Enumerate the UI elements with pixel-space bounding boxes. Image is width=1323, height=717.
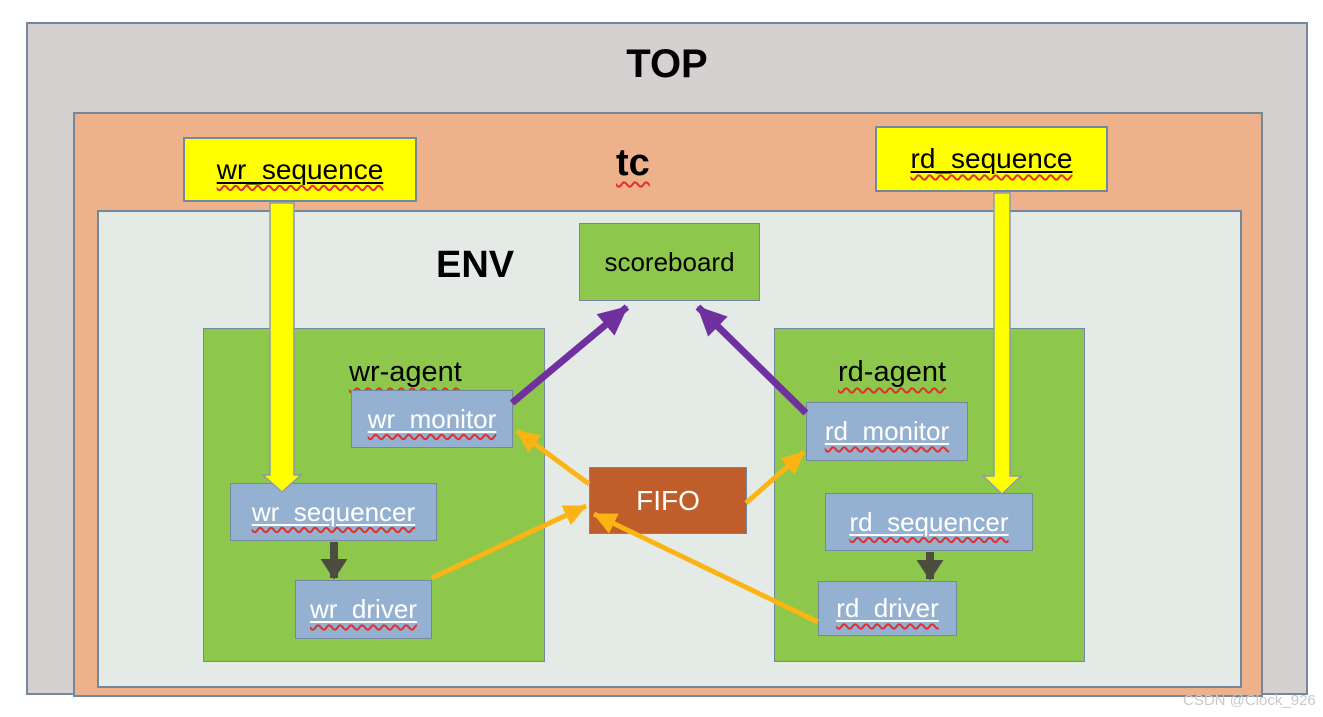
top-label: TOP	[626, 42, 708, 86]
fifo-box: FIFO	[589, 467, 747, 534]
wr-sequencer-box: wr_sequencer	[230, 483, 437, 541]
rd-agent-label: rd-agent	[838, 356, 947, 388]
wr-driver-label: wr_driver	[310, 594, 417, 624]
rd-driver-box: rd_driver	[818, 581, 957, 636]
rd-monitor-label: rd_monitor	[824, 416, 950, 446]
scoreboard-label: scoreboard	[604, 246, 735, 277]
rd-driver-label: rd_driver	[836, 593, 939, 623]
fifo-label: FIFO	[636, 484, 700, 516]
rd-sequencer-box: rd_sequencer	[825, 493, 1033, 551]
wr-driver-box: wr_driver	[295, 580, 432, 639]
wr-sequence-box: wr_sequence	[183, 137, 417, 202]
watermark: CSDN @Clock_926	[1183, 692, 1316, 709]
wr-monitor-box: wr_monitor	[351, 390, 513, 448]
rd-sequencer-label: rd_sequencer	[849, 506, 1009, 537]
scoreboard-box: scoreboard	[579, 223, 760, 301]
rd-sequence-box: rd_sequence	[875, 126, 1108, 192]
wr-monitor-label: wr_monitor	[367, 403, 497, 434]
tc-label-text: tc	[616, 142, 650, 184]
wr-sequencer-label: wr_sequencer	[251, 496, 416, 527]
env-label: ENV	[436, 244, 515, 286]
tc-label: tc	[616, 144, 650, 182]
rd-monitor-box: rd_monitor	[806, 402, 968, 461]
wr-sequence-label: wr_sequence	[216, 153, 384, 185]
rd-sequence-label: rd_sequence	[910, 143, 1073, 174]
wr-agent-label: wr-agent	[349, 356, 462, 388]
